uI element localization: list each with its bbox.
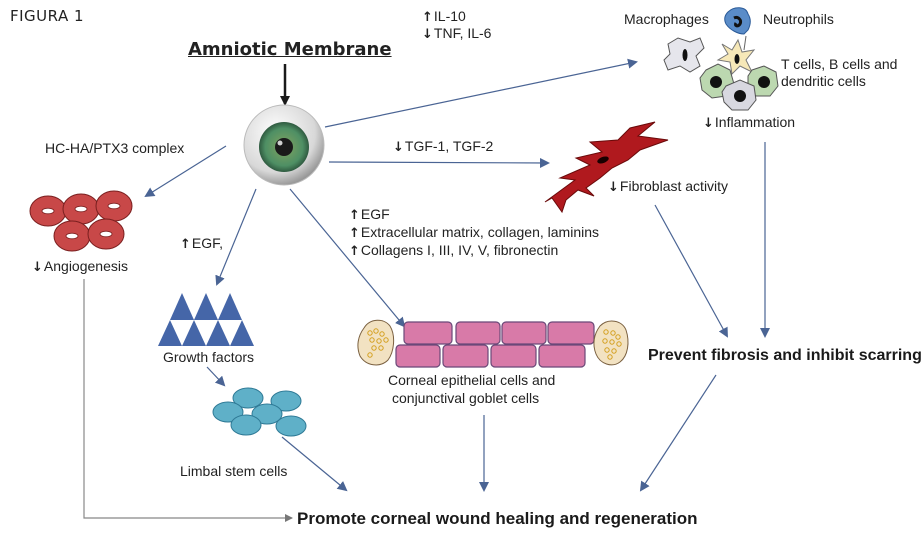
egf-left-text: EGF, <box>191 235 224 251</box>
up-arrow-icon: ↑ <box>422 10 433 25</box>
neutrophil-icon <box>724 7 751 35</box>
lymphocytes-label-line1: T cells, B cells and <box>781 56 898 72</box>
limbal-stem-cells-icon <box>212 387 307 437</box>
epithelial-factor-2: ↑Extracellular matrix, collagen, laminin… <box>349 224 599 242</box>
up-arrow-icon: ↑ <box>349 208 360 223</box>
epithelial-cells-icon <box>395 321 595 368</box>
tgf-label: ↓TGF-1, TGF-2 <box>393 138 493 156</box>
arrow-eye-to-immune <box>324 58 638 128</box>
macrophage-icon <box>663 37 705 73</box>
arrow-eye-to-fibroblast <box>328 157 550 168</box>
epithelial-factor-text: Extracellular matrix, collagen, laminins <box>360 224 599 240</box>
tgf-text: TGF-1, TGF-2 <box>404 138 494 154</box>
neutrophils-label: Neutrophils <box>763 11 834 27</box>
macrophages-label: Macrophages <box>624 11 709 27</box>
angiogenesis-text: Angiogenesis <box>43 258 128 274</box>
inflammation-text: Inflammation <box>714 114 796 130</box>
fibroblast-text: Fibroblast activity <box>619 178 729 194</box>
arrow-limbal-to-promote <box>281 436 348 492</box>
epithelial-factor-3: ↑Collagens I, III, IV, V, fibronectin <box>349 242 558 260</box>
eye-icon <box>243 104 325 186</box>
figure-label: FIGURA 1 <box>10 7 85 25</box>
arrow-angiogenesis-to-promote <box>83 279 293 522</box>
fibroblast-icon <box>544 121 669 214</box>
source-label: Amniotic Membrane <box>188 39 392 60</box>
dendritic-cell-icon <box>716 35 756 76</box>
down-arrow-icon: ↓ <box>32 260 43 275</box>
up-arrow-icon: ↑ <box>180 237 191 252</box>
up-arrow-icon: ↑ <box>349 226 360 241</box>
growth-factors-label: Growth factors <box>163 349 255 365</box>
arrow-eye-to-epithelium <box>289 188 406 328</box>
cytokine-up: ↑IL-10 <box>422 8 466 26</box>
arrow-prevent-to-promote <box>639 374 717 492</box>
inflammation-label: ↓Inflammation <box>703 114 795 132</box>
epithelial-factor-text: Collagens I, III, IV, V, fibronectin <box>360 242 559 258</box>
limbal-label: Limbal stem cells <box>180 463 288 479</box>
fibroblast-label: ↓Fibroblast activity <box>608 178 728 196</box>
epithelial-label-line2: conjunctival goblet cells <box>392 390 540 406</box>
down-arrow-icon: ↓ <box>393 140 404 155</box>
down-arrow-icon: ↓ <box>422 27 433 42</box>
cytokine-down: ↓TNF, IL-6 <box>422 25 491 43</box>
cytokine-down-text: TNF, IL-6 <box>433 25 492 41</box>
down-arrow-icon: ↓ <box>608 180 619 195</box>
arrow-fibroblast-to-prevent <box>654 204 728 338</box>
arrow-eye-to-rbc <box>144 145 227 198</box>
down-arrow-icon: ↓ <box>703 116 714 131</box>
prevent-fibrosis-label: Prevent fibrosis and inhibit scarring <box>648 347 922 364</box>
promote-healing-label: Promote corneal wound healing and regene… <box>297 509 698 528</box>
goblet-cell-right-icon <box>593 320 629 366</box>
lymphocytes-label-line2: dendritic cells <box>781 73 866 89</box>
red-blood-cells-icon <box>29 190 133 252</box>
up-arrow-icon: ↑ <box>349 244 360 259</box>
epithelial-factor-text: EGF <box>360 206 390 222</box>
growth-factors-icon <box>158 293 254 346</box>
lymphocytes-icon <box>699 63 779 111</box>
arrow-growth-to-limbal <box>206 366 226 387</box>
arrow-eye-to-growth-factors <box>215 188 257 286</box>
cytokine-up-text: IL-10 <box>433 8 466 24</box>
hc-ha-label: HC-HA/PTX3 complex <box>45 140 185 156</box>
epithelial-label-line1: Corneal epithelial cells and <box>388 372 556 388</box>
goblet-cell-left-icon <box>357 319 395 366</box>
angiogenesis-label: ↓Angiogenesis <box>32 258 128 276</box>
egf-left-label: ↑EGF, <box>180 235 223 253</box>
epithelial-factor-1: ↑EGF <box>349 206 390 224</box>
